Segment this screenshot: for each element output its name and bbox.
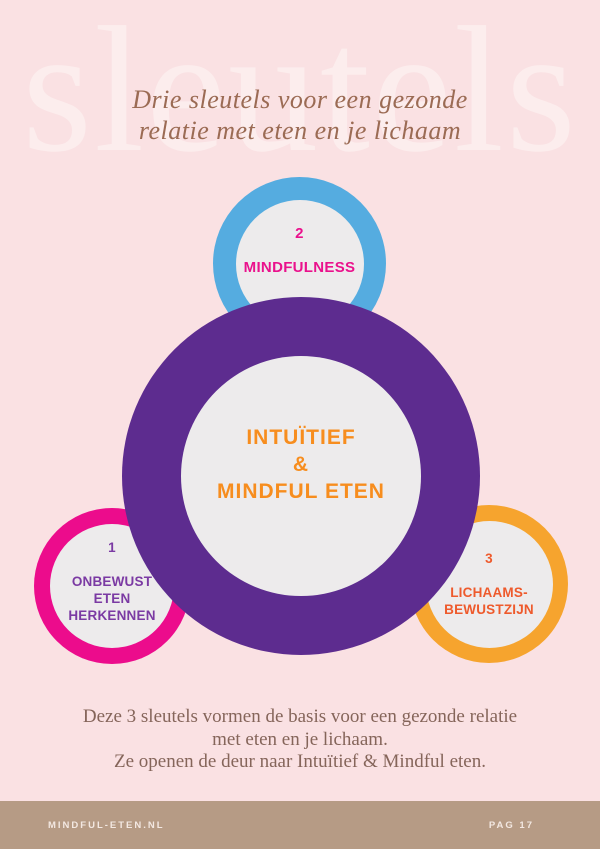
node-onbewust-text: 1 ONBEWUST ETEN HERKENNEN bbox=[68, 522, 155, 641]
page-title: Drie sleutels voor een gezonde relatie m… bbox=[132, 85, 468, 145]
node-lichaamsbewustzijn-label: LICHAAMS- BEWUSTZIJN bbox=[444, 585, 534, 617]
footer-site-label: MINDFUL-ETEN.NL bbox=[48, 819, 165, 831]
center-node-ring: INTUÏTIEF & MINDFUL ETEN bbox=[122, 297, 480, 655]
node-mindfulness-number: 2 bbox=[295, 225, 304, 242]
node-onbewust-label: ONBEWUST ETEN HERKENNEN bbox=[68, 573, 156, 623]
node-lichaamsbewustzijn-circle: 3 LICHAAMS- BEWUSTZIJN bbox=[425, 520, 553, 648]
center-node-label: INTUÏTIEF & MINDFUL ETEN bbox=[217, 425, 385, 503]
footer-bar: MINDFUL-ETEN.NL PAG 17 bbox=[0, 801, 600, 849]
footer-page-number: PAG 17 bbox=[488, 819, 534, 831]
node-mindfulness-text: 2 MINDFULNESS bbox=[244, 208, 356, 293]
node-lichaamsbewustzijn-number: 3 bbox=[485, 551, 493, 566]
watermark-text: sleutels bbox=[22, 0, 578, 189]
node-mindfulness-label: MINDFULNESS bbox=[243, 259, 356, 276]
center-node-circle: INTUÏTIEF & MINDFUL ETEN bbox=[181, 356, 421, 596]
node-onbewust-number: 1 bbox=[108, 539, 116, 555]
caption-text: Deze 3 sleutels vormen de basis voor een… bbox=[82, 706, 518, 772]
node-lichaamsbewustzijn-text: 3 LICHAAMS- BEWUSTZIJN bbox=[444, 533, 534, 635]
